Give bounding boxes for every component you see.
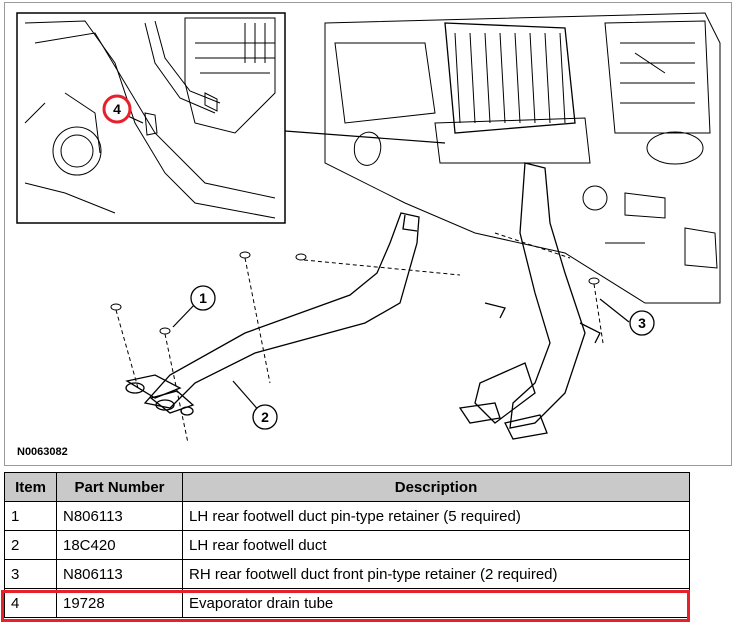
table-row: 1 N806113 LH rear footwell duct pin-type… [4, 501, 690, 531]
table-row: 2 18C420 LH rear footwell duct [4, 530, 690, 560]
exploded-view-diagram: 1 2 3 4 N0063082 [4, 2, 732, 466]
callout-4 [102, 94, 132, 124]
item-cell: 4 [4, 588, 57, 618]
part-number-cell: 18C420 [56, 530, 183, 560]
table-row: 3 N806113 RH rear footwell duct front pi… [4, 559, 690, 589]
item-cell: 2 [4, 530, 57, 560]
table-header-row: Item Part Number Description [4, 472, 690, 502]
detail-inset [16, 12, 286, 224]
callout-3-label: 3 [638, 315, 646, 331]
parts-table: Item Part Number Description 1 N806113 L… [4, 472, 690, 618]
item-cell: 3 [4, 559, 57, 589]
part-number-cell: 19728 [56, 588, 183, 618]
table-row-highlighted: 4 19728 Evaporator drain tube [4, 588, 690, 618]
part-number-cell: N806113 [56, 501, 183, 531]
description-cell: RH rear footwell duct front pin-type ret… [182, 559, 690, 589]
item-cell: 1 [4, 501, 57, 531]
lh-rear-footwell-duct [125, 212, 420, 416]
description-cell: Evaporator drain tube [182, 588, 690, 618]
callout-3 [629, 310, 655, 336]
callout-2-label: 2 [261, 409, 269, 425]
diagram-drawing: 1 2 3 4 [16, 12, 721, 444]
inset-evaporator-area [24, 17, 276, 219]
callout-1 [190, 285, 216, 311]
inset-leader-line [284, 130, 446, 144]
callout-4-label: 4 [113, 101, 121, 117]
rh-rear-footwell-duct [458, 162, 601, 440]
description-cell: LH rear footwell duct [182, 530, 690, 560]
figure-id: N0063082 [17, 446, 68, 458]
callout-2 [252, 404, 278, 430]
header-part-number: Part Number [56, 472, 183, 502]
pin-retainers [110, 232, 604, 444]
hvac-module [324, 12, 721, 304]
part-number-cell: N806113 [56, 559, 183, 589]
header-description: Description [182, 472, 690, 502]
header-item: Item [4, 472, 57, 502]
callout-1-label: 1 [199, 290, 207, 306]
description-cell: LH rear footwell duct pin-type retainer … [182, 501, 690, 531]
